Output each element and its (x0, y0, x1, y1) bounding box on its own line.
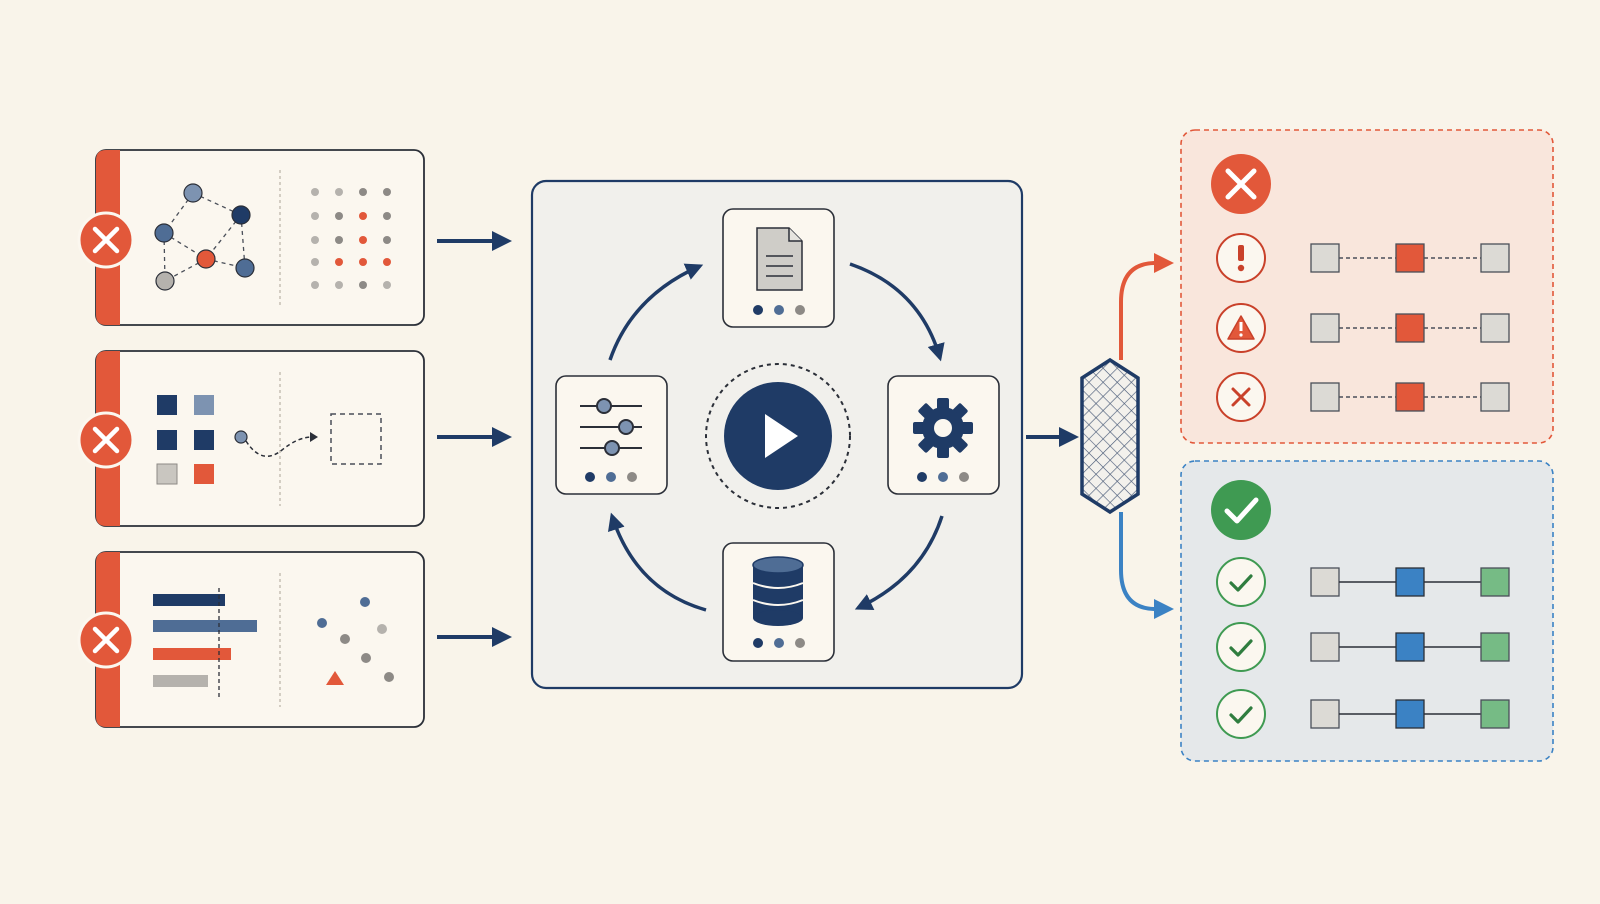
document-icon (756, 227, 803, 291)
stage-configuration[interactable] (555, 375, 668, 495)
dot-grid-icon (311, 188, 391, 289)
pass-row (1216, 557, 1510, 607)
x-circle-icon (1211, 154, 1271, 214)
fail-row (1216, 233, 1510, 283)
run-control[interactable] (705, 363, 851, 509)
stage-settings[interactable] (887, 375, 1000, 495)
fail-row (1216, 372, 1510, 422)
stage-document[interactable] (722, 208, 835, 328)
stage-database[interactable] (722, 542, 835, 662)
gear-icon (913, 398, 973, 458)
check-circle-icon (1211, 480, 1271, 540)
mesh-filter-icon (1080, 357, 1140, 515)
input-card-graph (77, 149, 425, 326)
process-panel (530, 179, 1024, 690)
input-arrows (437, 231, 512, 647)
warning-triangle-icon (1227, 315, 1255, 340)
pass-branch-arrow (1119, 512, 1174, 619)
cycle-arrows (608, 262, 945, 612)
x-circle-icon (77, 211, 135, 269)
input-card-bars (77, 551, 425, 728)
fail-outcome-panel (1180, 129, 1554, 444)
x-mark-icon (1231, 387, 1251, 407)
pass-row (1216, 689, 1510, 739)
fail-branch-arrow (1119, 253, 1174, 360)
x-circle-icon (77, 411, 135, 469)
scatter-icon (317, 597, 394, 685)
fail-row (1216, 303, 1510, 353)
pass-row (1216, 622, 1510, 672)
network-graph-icon (154, 183, 255, 291)
sliders-icon (580, 398, 642, 456)
check-icon (1229, 639, 1253, 657)
x-circle-icon (77, 611, 135, 669)
dashed-transfer-arrow-icon (234, 413, 382, 465)
bar-chart-icon (153, 588, 257, 700)
input-card-blocks (77, 350, 425, 527)
pass-outcome-panel (1180, 460, 1554, 762)
check-icon (1229, 574, 1253, 592)
block-grid-icon (156, 395, 214, 485)
exclamation-icon (1237, 245, 1245, 272)
database-icon (752, 556, 804, 626)
check-icon (1229, 706, 1253, 724)
play-icon (765, 414, 798, 458)
